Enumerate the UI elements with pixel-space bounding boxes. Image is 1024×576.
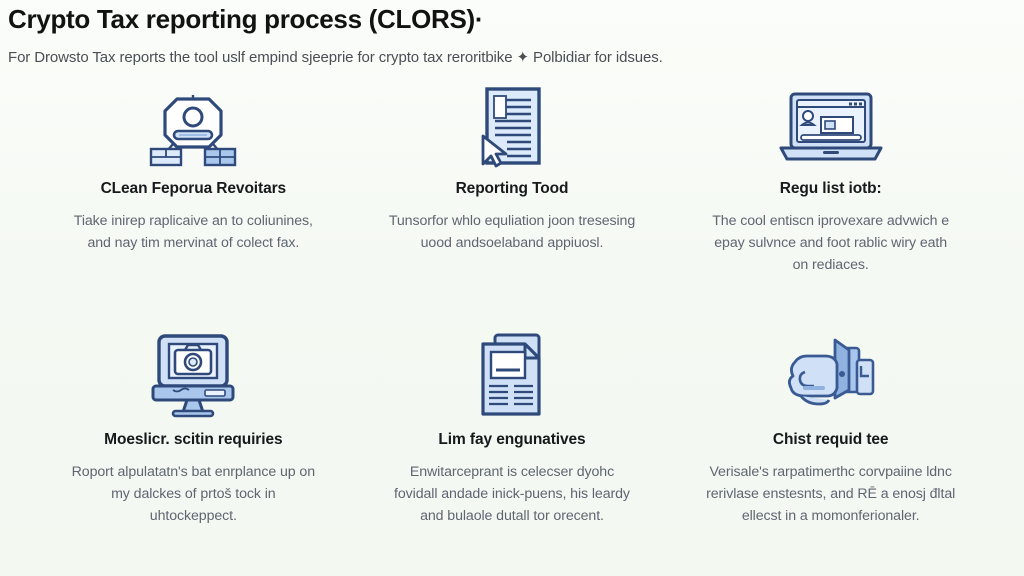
- laptop-browser-icon: [779, 84, 883, 170]
- card-body: The cool entiscn iprovexare advwich e ep…: [712, 212, 950, 273]
- card-chist-requid-tee: Chist requid tee Verisale's rarpatimerth…: [675, 329, 986, 574]
- page-title: Crypto Tax reporting process (CLORS)·: [8, 4, 484, 34]
- page-subtitle: For Drowsto Tax reports the tool uslf em…: [8, 49, 663, 67]
- card-clean-feporua-revoitars: CLean Feporua Revoitars Tiake inirep rap…: [38, 84, 349, 329]
- card-reporting-tood: Reporting Tood Tunsorfor whlo equliation…: [357, 84, 668, 329]
- monitor-camera-icon: [143, 329, 243, 421]
- card-heading: Chist requid tee: [772, 431, 889, 448]
- document-cursor-icon: [477, 84, 547, 170]
- card-moeslicr-scitin-requiries: Moeslicr. scitin requiries Roport alpula…: [38, 329, 349, 574]
- card-body: Tiake inirep raplicaive an to coliunines…: [73, 212, 313, 251]
- card-body: Enwitarceprant is celecser dyohc fovidal…: [394, 463, 630, 524]
- robot-machine-icon: [147, 84, 239, 170]
- card-heading: Reporting Tood: [455, 180, 569, 197]
- card-lim-fay-engunatives: Lim fay engunatives Enwitarceprant is ce…: [357, 329, 668, 574]
- card-regu-list-iotb: Regu list iotb: The cool entiscn iprovex…: [675, 84, 986, 329]
- card-body: Verisale's rarpatimerthc corvpaiine ldnc…: [706, 463, 956, 524]
- card-heading: Regu list iotb:: [779, 180, 882, 197]
- card-body: Roport alpulatatn's bat enrplance up on …: [71, 463, 315, 524]
- header: Crypto Tax reporting process (CLORS)· Fo…: [8, 4, 1004, 68]
- card-grid: CLean Feporua Revoitars Tiake inirep rap…: [38, 84, 986, 574]
- stacked-documents-icon: [475, 329, 549, 421]
- card-body: Tunsorfor whlo equliation joon tresesing…: [388, 212, 636, 251]
- card-heading: Moeslicr. scitin requiries: [104, 431, 283, 448]
- card-heading: Lim fay engunatives: [438, 431, 586, 448]
- megaphone-hand-icon: [781, 329, 881, 421]
- card-heading: CLean Feporua Revoitars: [100, 180, 287, 197]
